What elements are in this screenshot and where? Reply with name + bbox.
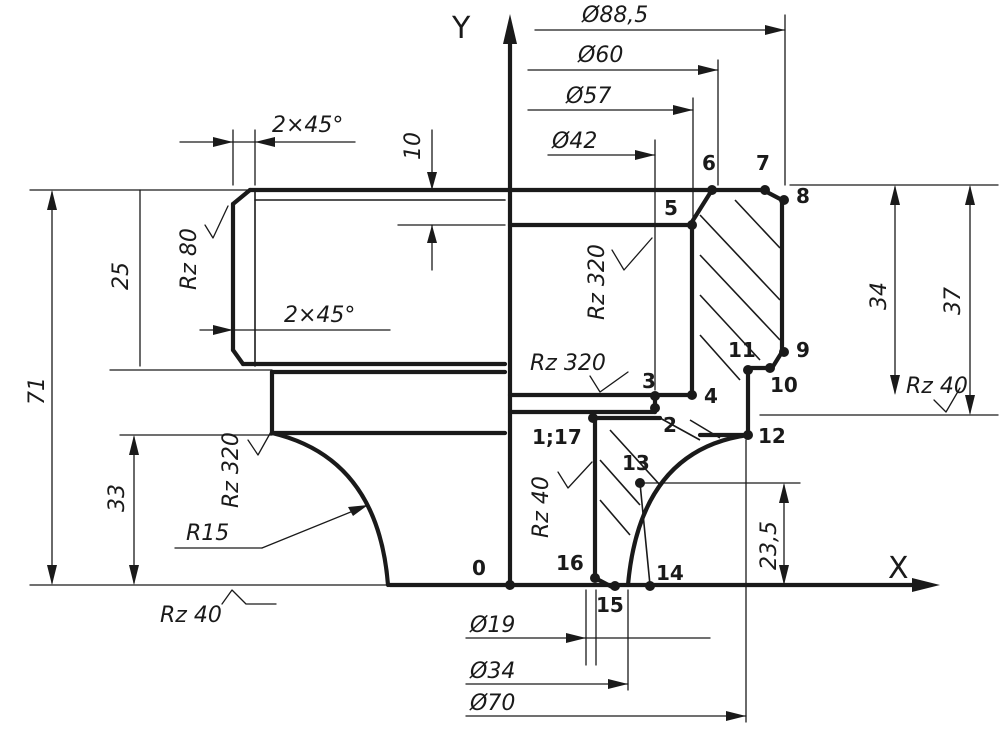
diameter-dims-top bbox=[527, 14, 786, 391]
point-label-7: 7 bbox=[756, 151, 770, 175]
roughness-rz40-inner-label: Rz 40 bbox=[529, 476, 554, 538]
roughness-rz80-label: Rz 80 bbox=[177, 228, 202, 290]
point-label-3: 3 bbox=[642, 369, 656, 393]
diameter-dims-bottom bbox=[465, 439, 747, 723]
radius-r15-label: R15 bbox=[186, 521, 229, 546]
point-label-2: 2 bbox=[663, 413, 677, 437]
origin-label: 0 bbox=[472, 556, 486, 580]
dim-34-label: 34 bbox=[867, 282, 892, 310]
dim-10 bbox=[397, 129, 506, 271]
point-label-6: 6 bbox=[702, 151, 716, 175]
point-label-9: 9 bbox=[796, 338, 810, 362]
point-label-14: 14 bbox=[656, 561, 684, 585]
chamfer-upper-label: 2×45° bbox=[272, 113, 343, 138]
radius-leader bbox=[174, 504, 369, 549]
dim-71-label: 71 bbox=[25, 377, 50, 405]
section-hatching bbox=[599, 199, 781, 536]
roughness-rz320-left-label: Rz 320 bbox=[219, 432, 244, 508]
dim-33-label: 33 bbox=[105, 484, 130, 512]
reference-points bbox=[505, 185, 789, 591]
part-outline-left bbox=[230, 187, 511, 588]
left-vertical-dims bbox=[29, 189, 391, 586]
point-label-4: 4 bbox=[704, 384, 718, 408]
diameter-57-label: Ø57 bbox=[565, 84, 611, 109]
y-axis-label: Y bbox=[451, 11, 471, 46]
diameter-34-label: Ø34 bbox=[469, 659, 515, 684]
chamfer-lower-label: 2×45° bbox=[284, 303, 355, 328]
point-label-10: 10 bbox=[770, 373, 798, 397]
point-label-12: 12 bbox=[758, 424, 786, 448]
roughness-symbols bbox=[204, 205, 961, 605]
dim-23-5-label: 23,5 bbox=[757, 521, 782, 570]
coordinate-axes bbox=[387, 14, 940, 592]
diameter-19-label: Ø19 bbox=[469, 613, 515, 638]
roughness-rz40-right-label: Rz 40 bbox=[906, 374, 968, 399]
point-label-13: 13 bbox=[622, 451, 650, 475]
point-label-1-17: 1;17 bbox=[532, 425, 582, 449]
x-axis-label: X bbox=[888, 551, 909, 586]
roughness-rz320-step-label: Rz 320 bbox=[530, 351, 606, 376]
diameter-88-5-label: Ø88,5 bbox=[581, 3, 648, 28]
dim-37-label: 37 bbox=[941, 287, 966, 315]
diameter-42-label: Ø42 bbox=[551, 129, 597, 154]
point-label-11: 11 bbox=[728, 338, 756, 362]
point-label-8: 8 bbox=[796, 184, 810, 208]
diameter-70-label: Ø70 bbox=[469, 691, 515, 716]
roughness-rz40-bottom-label: Rz 40 bbox=[160, 603, 222, 628]
dim-25-label: 25 bbox=[109, 262, 134, 290]
point-label-15: 15 bbox=[596, 593, 624, 617]
dim-10-label: 10 bbox=[401, 132, 426, 160]
roughness-rz320-bore-label: Rz 320 bbox=[585, 244, 610, 320]
point-label-5: 5 bbox=[664, 196, 678, 220]
point-label-16: 16 bbox=[556, 551, 584, 575]
right-vertical-dims bbox=[639, 184, 999, 585]
chamfer-leaders bbox=[179, 129, 391, 335]
diameter-60-label: Ø60 bbox=[577, 43, 623, 68]
